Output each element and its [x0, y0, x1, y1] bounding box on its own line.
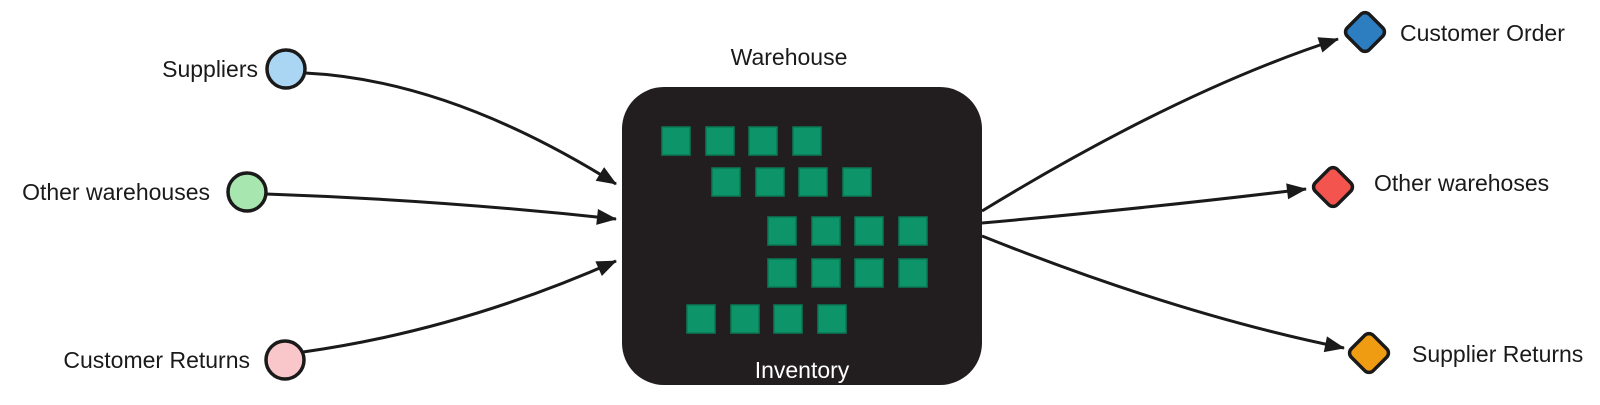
customer-order-diamond-icon: [1343, 10, 1387, 54]
inventory-square: [798, 167, 828, 197]
inventory-square: [842, 167, 872, 197]
customer-order-label: Customer Order: [1400, 20, 1565, 46]
inventory-square: [811, 258, 841, 288]
arrow-warehouse-to-supplier-returns: [981, 234, 1345, 353]
arrow-warehouse-to-customer-order: [981, 37, 1339, 213]
inventory-square: [686, 304, 716, 334]
source-node-customer-returns: Customer Returns: [63, 339, 306, 381]
destination-node-other-warehoses: Other warehoses: [1311, 165, 1549, 209]
inventory-square: [705, 126, 735, 156]
other-warehouses-label: Other warehouses: [22, 179, 210, 205]
customer-returns-label: Customer Returns: [63, 347, 250, 373]
inventory-square: [730, 304, 760, 334]
inventory-square: [711, 167, 741, 197]
inventory-square: [811, 216, 841, 246]
arrow-suppliers-to-warehouse: [304, 71, 617, 186]
inventory-square: [755, 167, 785, 197]
warehouse-node: Warehouse Inventory: [622, 44, 982, 385]
destination-node-supplier-returns: Supplier Returns: [1347, 331, 1583, 375]
source-node-suppliers: Suppliers: [162, 48, 307, 90]
inventory-square: [854, 216, 884, 246]
outbound-arrows: [981, 37, 1345, 353]
inventory-square: [898, 258, 928, 288]
supplier-returns-label: Supplier Returns: [1412, 341, 1583, 367]
other-warehoses-diamond-icon: [1311, 165, 1355, 209]
other-warehoses-label: Other warehoses: [1374, 170, 1549, 196]
other-warehouses-circle-icon: [226, 171, 268, 213]
arrow-warehouse-to-other-warehoses: [981, 183, 1307, 225]
customer-returns-circle-icon: [264, 339, 306, 381]
inventory-square: [748, 126, 778, 156]
inventory-square: [898, 216, 928, 246]
inventory-label: Inventory: [755, 357, 850, 383]
supplier-returns-diamond-icon: [1347, 331, 1391, 375]
suppliers-circle-icon: [265, 48, 307, 90]
inventory-square: [817, 304, 847, 334]
arrow-other-warehouses-to-warehouse: [265, 192, 617, 225]
source-node-other-warehouses: Other warehouses: [22, 171, 268, 213]
destination-node-customer-order: Customer Order: [1343, 10, 1565, 54]
inventory-square: [773, 304, 803, 334]
inventory-square: [767, 216, 797, 246]
suppliers-label: Suppliers: [162, 56, 258, 82]
inventory-square: [792, 126, 822, 156]
inventory-square: [767, 258, 797, 288]
warehouse-title: Warehouse: [731, 44, 848, 70]
inventory-squares-grid: [661, 126, 928, 334]
inventory-square: [661, 126, 691, 156]
inventory-square: [854, 258, 884, 288]
arrow-customer-returns-to-warehouse: [302, 259, 617, 354]
inbound-arrows: [265, 71, 617, 354]
